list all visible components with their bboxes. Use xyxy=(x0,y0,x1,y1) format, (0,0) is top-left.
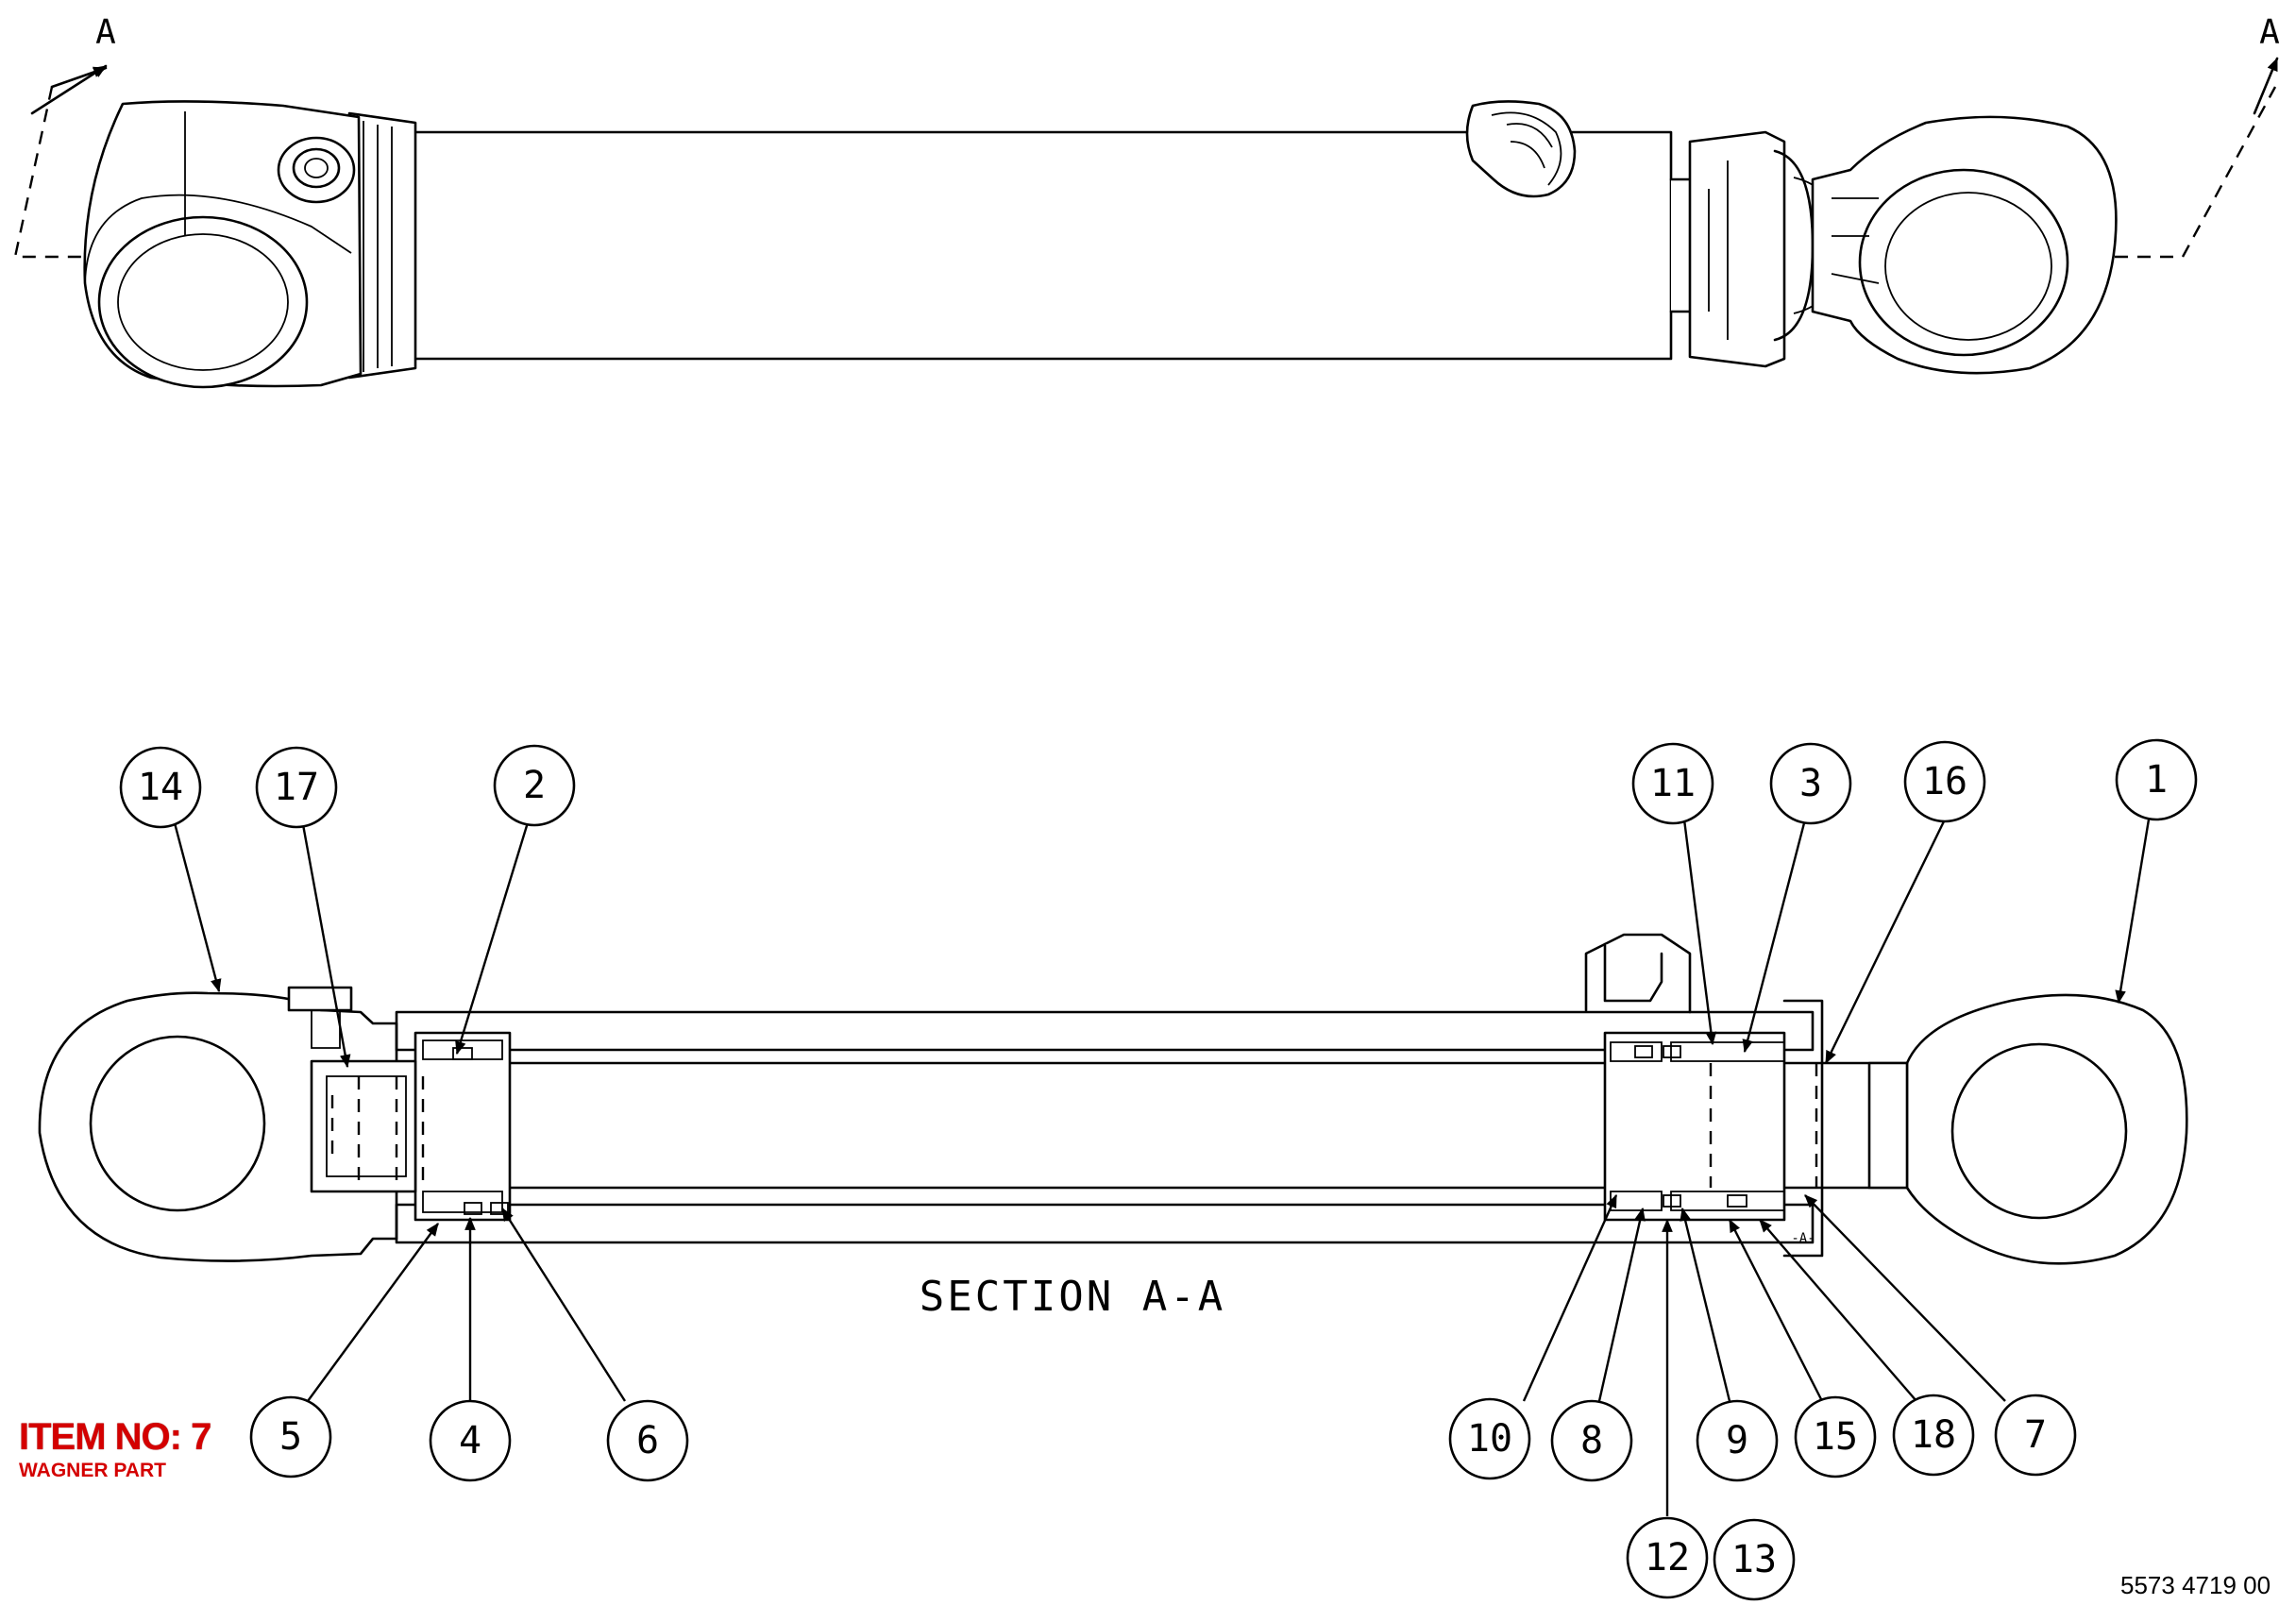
right-eye-section xyxy=(1905,993,2188,1265)
svg-text:10: 10 xyxy=(1467,1417,1512,1461)
balloon-12: 12 xyxy=(1626,1516,1709,1599)
balloon-8: 8 xyxy=(1550,1399,1633,1482)
balloon-17: 17 xyxy=(255,746,338,829)
svg-text:15: 15 xyxy=(1813,1415,1858,1459)
balloon-10: 10 xyxy=(1448,1397,1531,1480)
balloon-13: 13 xyxy=(1713,1518,1796,1601)
balloon-3: 3 xyxy=(1769,742,1852,825)
balloon-4: 4 xyxy=(429,1399,512,1482)
section-cut-line xyxy=(13,57,2279,259)
svg-text:5: 5 xyxy=(279,1415,302,1459)
svg-text:16: 16 xyxy=(1922,760,1967,803)
grease-nipple-left xyxy=(277,136,356,204)
barrel-wall-bottom xyxy=(395,1203,1815,1244)
left-end-cap xyxy=(83,100,417,389)
svg-text:6: 6 xyxy=(636,1419,659,1462)
item-number-stamp: ITEM NO: 7 xyxy=(19,1416,211,1458)
svg-text:13: 13 xyxy=(1731,1538,1777,1581)
barrel-wall-top xyxy=(395,1010,1815,1052)
balloon-14: 14 xyxy=(119,746,202,829)
balloon-16: 16 xyxy=(1903,740,1986,823)
svg-text:7: 7 xyxy=(2024,1413,2047,1457)
gland-section xyxy=(1603,999,1824,1258)
svg-text:8: 8 xyxy=(1580,1419,1603,1462)
balloon-2: 2 xyxy=(493,744,576,827)
datum-label: -A- xyxy=(1791,1231,1815,1246)
svg-text:1: 1 xyxy=(2145,758,2168,802)
piston-nut-dashes xyxy=(330,1076,425,1180)
section-view: -A- xyxy=(38,933,2188,1265)
item-subtitle-stamp: WAGNER PART xyxy=(19,1460,166,1481)
balloon-18: 18 xyxy=(1892,1394,1975,1477)
balloon-5: 5 xyxy=(249,1395,332,1478)
right-rod-eye xyxy=(1811,115,2118,375)
svg-text:12: 12 xyxy=(1645,1536,1690,1580)
svg-text:14: 14 xyxy=(138,766,183,809)
section-caption: SECTION A-A xyxy=(920,1273,1225,1321)
svg-text:2: 2 xyxy=(523,764,546,807)
section-marker-left: A xyxy=(95,13,116,52)
leader-lines xyxy=(172,819,2151,1516)
balloon-7: 7 xyxy=(1994,1394,2077,1477)
balloon-9: 9 xyxy=(1696,1399,1779,1482)
balloon-1: 1 xyxy=(2115,738,2198,821)
svg-text:17: 17 xyxy=(274,766,319,809)
balloon-11: 11 xyxy=(1631,742,1714,825)
port-fitting xyxy=(1465,100,1577,198)
piston-head xyxy=(310,1031,512,1222)
isometric-view: A A xyxy=(13,13,2280,389)
svg-text:11: 11 xyxy=(1650,762,1696,805)
svg-text:3: 3 xyxy=(1799,762,1822,805)
svg-text:9: 9 xyxy=(1726,1419,1748,1462)
balloon-15: 15 xyxy=(1794,1395,1877,1478)
right-gland xyxy=(1669,130,1842,368)
drawing-number: 5573 4719 00 xyxy=(2120,1571,2271,1599)
balloon-6: 6 xyxy=(606,1399,689,1482)
svg-text:4: 4 xyxy=(459,1419,481,1462)
svg-text:18: 18 xyxy=(1911,1413,1956,1457)
section-marker-right: A xyxy=(2259,13,2280,52)
